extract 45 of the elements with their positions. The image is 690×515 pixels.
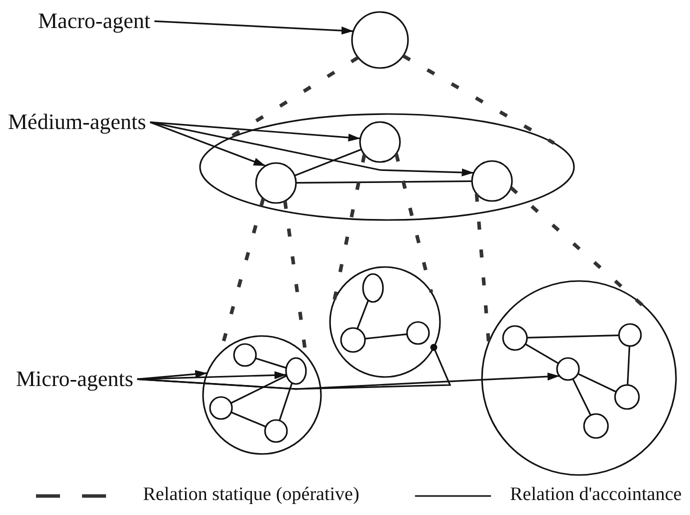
agent-label: Médium-agents <box>8 109 146 136</box>
pointer-arrow <box>150 121 266 167</box>
agent-circle <box>614 384 640 410</box>
pointer-arrow <box>150 121 474 176</box>
acquaintance-line <box>255 358 287 369</box>
legend-text: Relation d'accointance <box>510 484 682 507</box>
acquaintance-line <box>230 374 287 404</box>
acquaintance-line <box>278 382 293 421</box>
agent-circle <box>255 162 297 204</box>
acquaintance-line <box>230 412 266 428</box>
agent-circle <box>471 160 513 202</box>
agent-circle <box>202 335 322 455</box>
pointer-arrow <box>137 370 208 380</box>
agent-circle <box>233 343 257 367</box>
agent-circle <box>618 323 642 347</box>
static-relation-line <box>474 194 490 343</box>
acquaintance-line <box>356 300 369 330</box>
acquaintance-line <box>572 378 592 416</box>
acquaintance-line <box>524 343 559 364</box>
agent-label: Macro-agent <box>38 8 150 34</box>
agent-group-ellipse <box>285 357 307 385</box>
legend-text: Relation statique (opérative) <box>143 484 360 507</box>
acquaintance-line <box>626 346 630 386</box>
agent-circle <box>556 357 580 381</box>
acquaintance-line <box>364 333 408 340</box>
agent-circle <box>359 121 401 163</box>
agent-circle <box>351 11 409 69</box>
agent-circle <box>583 413 609 439</box>
pointer-arrow <box>154 20 354 35</box>
agent-circle <box>329 266 441 378</box>
agent-circle <box>406 321 430 345</box>
static-relation-line <box>402 54 555 145</box>
agent-label: Micro-agents <box>16 366 134 392</box>
acquaintance-line <box>294 148 362 176</box>
agent-group-ellipse <box>362 273 384 303</box>
agent-circle <box>502 325 528 351</box>
acquaintance-line <box>296 180 472 184</box>
agent-circle <box>264 419 288 443</box>
agent-circle <box>340 327 366 353</box>
pointer-arrow <box>150 121 360 142</box>
agent-circle <box>481 280 677 476</box>
acquaintance-line <box>578 373 616 393</box>
agent-group-ellipse <box>199 113 575 221</box>
acquaintance-line <box>526 334 620 338</box>
agent-circle <box>209 396 233 420</box>
